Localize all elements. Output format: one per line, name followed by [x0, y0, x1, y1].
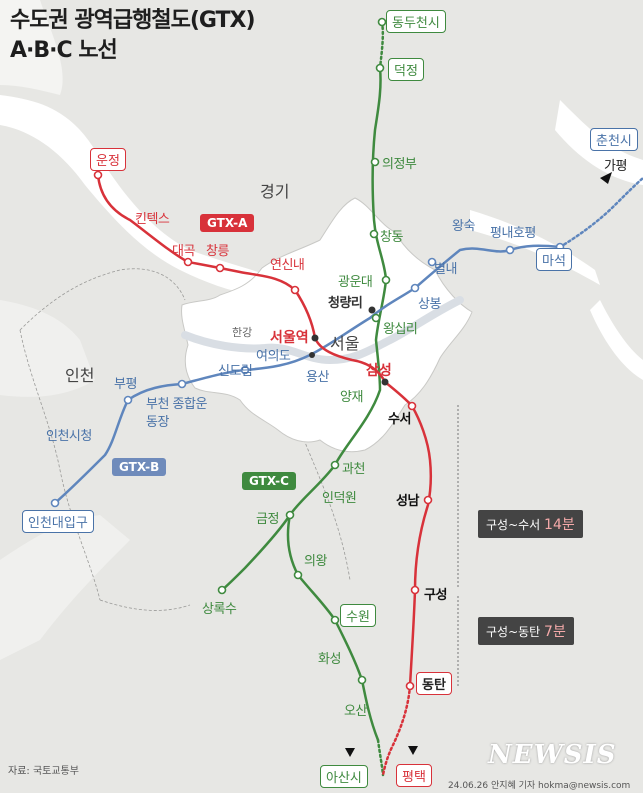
station-kintex: 킨텍스 — [135, 212, 170, 227]
han-river — [181, 296, 464, 365]
station-byeollae: 별내 — [434, 262, 457, 277]
station-suwon: 수원 — [340, 604, 376, 627]
gtx-c-line — [286, 66, 388, 742]
station-yeouido: 여의도 — [256, 349, 291, 364]
travel-time-minutes: 7분 — [544, 624, 566, 640]
station-dongtan: 동탄 — [416, 672, 452, 695]
region-incheon: 인천 — [65, 366, 95, 385]
station-gwacheon: 과천 — [342, 462, 365, 477]
station-uiwang: 의왕 — [304, 554, 327, 569]
region-seoul: 서울 — [330, 334, 360, 353]
station-seoul: 서울역 — [270, 330, 309, 346]
gtx-a-badge: GTX-A — [200, 214, 255, 232]
station-yongsan: 용산 — [306, 370, 329, 385]
station-indeogwon: 인덕원 — [322, 491, 357, 506]
map-title: 수도권 광역급행철도(GTX) A·B·C 노선 — [10, 6, 256, 66]
station-wangsimni: 왕십리 — [383, 322, 418, 337]
station-chuncheon: 춘천시 — [590, 128, 638, 151]
gtx-b-extension-east — [558, 176, 643, 249]
station-incheon-univ: 인천대입구 — [22, 510, 94, 533]
station-uijeongbu: 의정부 — [382, 157, 417, 172]
title-line-2: A·B·C 노선 — [10, 38, 118, 63]
station-yeonsinnae: 연신내 — [270, 258, 305, 273]
station-gapyeong: 가평 — [604, 159, 627, 174]
water-areas — [0, 0, 643, 380]
travel-time-guseong-suseo: 구성~수서 14분 — [478, 510, 583, 538]
station-yangjae: 양재 — [340, 390, 363, 405]
station-gwangundae: 광운대 — [338, 275, 373, 290]
station-pyeongnae: 평내호평 — [490, 226, 536, 241]
station-wangsuk: 왕숙 — [452, 219, 475, 234]
newsis-watermark: NEWSIS — [488, 740, 617, 770]
travel-time-minutes: 14분 — [544, 517, 575, 533]
station-incheon-cityhall: 인천시청 — [46, 429, 92, 444]
station-dongducheon: 동두천시 — [386, 10, 446, 33]
gtx-c-badge: GTX-C — [242, 472, 296, 490]
station-samseong: 삼성 — [366, 363, 392, 379]
station-bucheon-complex: 부천 종합운동장 — [146, 397, 207, 430]
transfer-dots — [309, 306, 389, 386]
station-dots — [50, 17, 565, 691]
station-daegok: 대곡 — [172, 244, 195, 259]
travel-time-route: 구성~수서 — [486, 518, 541, 532]
river-hangang: 한강 — [232, 326, 253, 339]
station-hwaseong: 화성 — [318, 652, 341, 667]
region-gyeonggi: 경기 — [260, 182, 290, 201]
station-bupyeong: 부평 — [114, 377, 137, 392]
gtx-b-badge: GTX-B — [112, 458, 167, 476]
gtx-c-branch-sangroksu — [220, 513, 292, 592]
travel-time-route: 구성~동탄 — [486, 625, 541, 639]
credit-line: 24.06.26 안지혜 기자 hokma@newsis.com — [448, 781, 631, 791]
station-seongnam: 성남 — [396, 494, 419, 509]
station-asan: 아산시 — [320, 765, 368, 788]
station-sindorim: 신도림 — [218, 364, 253, 379]
station-deokjeong: 덕정 — [388, 58, 424, 81]
seoul-area — [181, 197, 473, 453]
station-changdong: 창동 — [380, 230, 403, 245]
region-boundaries — [19, 268, 351, 611]
gtx-a-extension-south — [381, 684, 412, 777]
source-note: 자료: 국토교통부 — [8, 766, 79, 777]
station-sangbong: 상봉 — [418, 297, 441, 312]
station-unjeong: 운정 — [90, 148, 126, 171]
station-geumjeong: 금정 — [256, 512, 279, 527]
gtx-c-extension-north — [378, 20, 385, 70]
station-suseo: 수서 — [388, 412, 411, 427]
station-pyeongtaek: 평택 — [396, 764, 432, 787]
travel-time-guseong-dongtan: 구성~동탄 7분 — [478, 617, 574, 645]
gtx-c-extension-south — [376, 738, 385, 777]
station-changneung: 창릉 — [206, 244, 229, 259]
station-maseok: 마석 — [536, 248, 572, 271]
title-line-1: 수도권 광역급행철도(GTX) — [10, 8, 256, 33]
direction-arrows — [345, 172, 612, 757]
station-osan: 오산 — [344, 704, 367, 719]
station-guseong: 구성 — [424, 588, 447, 603]
station-cheongnyangni: 청량리 — [328, 296, 363, 311]
station-sangroksu: 상록수 — [202, 602, 237, 617]
